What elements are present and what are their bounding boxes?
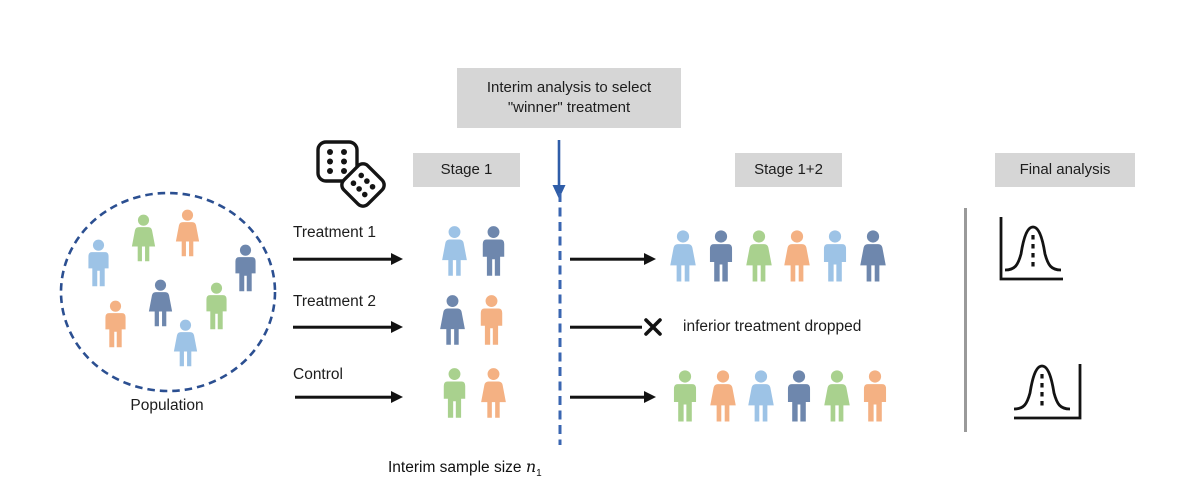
person-woman-icon (666, 228, 700, 284)
interim-down-arrow-icon (552, 140, 566, 199)
treatment2-assign-arrow (293, 320, 403, 334)
person-woman-icon (128, 210, 159, 266)
control-label: Control (293, 366, 343, 383)
treatment1-label: Treatment 1 (293, 224, 376, 241)
treatment2-dropped-arrow (570, 320, 644, 334)
arrow-head (644, 391, 656, 403)
arrow-shaft (295, 395, 394, 399)
stage1-label-box: Stage 1 (413, 153, 520, 187)
person-woman-icon (436, 293, 469, 347)
population-group (57, 190, 279, 398)
person-man-icon (230, 240, 261, 296)
person-woman-icon (477, 366, 510, 420)
distribution-plot-top-icon (999, 217, 1063, 281)
treatment2-stage1-group (436, 293, 508, 347)
person-woman-icon (172, 205, 203, 261)
treatment1-stage12-group (666, 228, 890, 284)
person-man-icon (83, 235, 114, 291)
treatment1-assign-arrow (293, 252, 403, 266)
n-variable: n (525, 457, 537, 476)
person-woman-icon (780, 228, 814, 284)
person-man-icon (438, 366, 471, 420)
person-woman-icon (856, 228, 890, 284)
person-man-icon (477, 224, 510, 278)
control-stage1-group (438, 366, 510, 420)
person-man-icon (704, 228, 738, 284)
person-woman-icon (706, 368, 740, 424)
person-man-icon (818, 228, 852, 284)
arrow-shaft (293, 257, 394, 261)
person-woman-icon (170, 315, 201, 371)
distribution-plot-bottom-icon (1013, 364, 1082, 420)
arrow-shaft (570, 395, 647, 399)
population-ellipse (59, 191, 277, 393)
n-subscript: 1 (536, 468, 542, 480)
dropped-cross-icon (644, 318, 662, 336)
person-man-icon (668, 368, 702, 424)
person-man-icon (201, 278, 232, 334)
interim-dashed-line (558, 193, 562, 445)
control-assign-arrow (295, 390, 403, 404)
arrow-head (391, 321, 403, 333)
arrow-shaft (293, 325, 394, 329)
population-label: Population (130, 397, 204, 414)
arrow-shaft (570, 325, 642, 329)
person-man-icon (782, 368, 816, 424)
final-analysis-label-box: Final analysis (995, 153, 1135, 187)
person-woman-icon (744, 368, 778, 424)
stage1plus2-label-box: Stage 1+2 (735, 153, 842, 187)
arrow-head (391, 391, 403, 403)
control-stage12-group (668, 368, 892, 424)
person-woman-icon (438, 224, 471, 278)
dice-icon (316, 140, 386, 208)
person-man-icon (100, 296, 131, 352)
interim-sample-size-text: Interim sample size (388, 459, 526, 476)
inferior-treatment-dropped-text: inferior treatment dropped (683, 318, 862, 335)
treatment2-label: Treatment 2 (293, 293, 376, 310)
person-man-icon (858, 368, 892, 424)
control-continue-arrow (570, 390, 656, 404)
arrow-shaft (570, 257, 647, 261)
person-woman-icon (742, 228, 776, 284)
treatment1-continue-arrow (570, 252, 656, 266)
person-woman-icon (820, 368, 854, 424)
arrow-head (644, 253, 656, 265)
interim-sample-size-label: Interim sample size n1 (388, 457, 542, 479)
person-man-icon (475, 293, 508, 347)
treatment1-stage1-group (438, 224, 510, 278)
final-analysis-separator (964, 208, 967, 432)
arrow-head (391, 253, 403, 265)
interim-analysis-box: Interim analysis to select "winner" trea… (457, 68, 681, 128)
